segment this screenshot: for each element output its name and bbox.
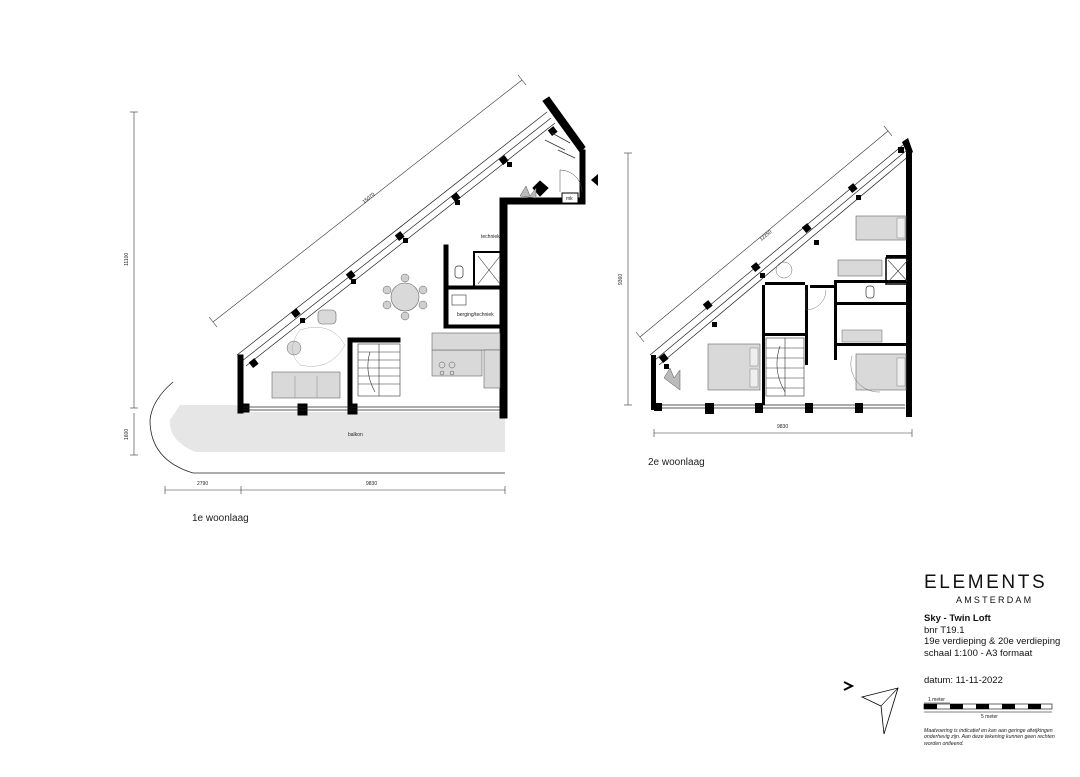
second-floor-plan: 12250 9360 9830 <box>618 125 913 437</box>
door-triangle-icon <box>591 174 598 186</box>
room-label-berging: berging/techniek <box>457 312 494 318</box>
second-floor-walls <box>651 138 913 417</box>
floor-label-second: 2e woonlaag <box>648 457 705 468</box>
first-floor-furniture <box>271 185 537 399</box>
brand-name: ELEMENTS <box>924 572 1048 593</box>
dim-first-height: 11100 <box>124 253 130 266</box>
dim-first-bottom-left: 2790 <box>197 481 208 487</box>
dining-table <box>390 282 420 312</box>
washer-dryer <box>451 294 467 306</box>
first-floor-plan: 15070 11100 1600 2790 9830 balkon <box>124 74 598 494</box>
first-floor-bottom-glazing <box>243 406 500 411</box>
dim-second-bottom: 9830 <box>777 424 788 430</box>
dim-second-height: 9360 <box>618 274 624 285</box>
second-floor-stairs <box>765 337 805 397</box>
wardrobe <box>837 259 883 277</box>
second-floor-facade <box>649 144 911 409</box>
dim-first-diagonal: 15070 <box>362 192 377 205</box>
second-floor-columns <box>658 147 904 369</box>
toilet-2 <box>865 285 875 299</box>
plant-icon-2 <box>663 367 681 391</box>
door-swing-2 <box>850 355 881 393</box>
project-scale: schaal 1:100 - A3 formaat <box>924 647 1033 659</box>
toilet <box>454 265 464 279</box>
dim-second-diagonal: 12250 <box>759 229 774 243</box>
second-floor-dimensions <box>624 125 913 437</box>
disclaimer-text: Maatvoering is indicatief en kan aan ger… <box>924 728 1055 747</box>
dim-first-balcony-depth: 1600 <box>124 429 130 440</box>
room-label-balkon: balkon <box>348 432 363 438</box>
second-floor-furniture <box>663 215 907 393</box>
mk-room <box>561 192 579 204</box>
dim-first-bottom-right: 9830 <box>366 481 377 487</box>
shaft-cross-4 <box>887 259 909 283</box>
sofa <box>271 371 341 399</box>
brand-city: AMSTERDAM <box>956 595 1034 605</box>
first-floor-columns <box>248 126 558 368</box>
first-floor-dimensions <box>130 74 527 494</box>
side-table <box>286 340 302 356</box>
balcony-rail <box>149 381 505 474</box>
armchair <box>317 309 337 325</box>
first-floor-stairs <box>357 343 401 397</box>
rug-outline <box>292 326 346 367</box>
room-label-techniek: techniek <box>481 234 500 240</box>
kitchen-counter <box>431 332 501 351</box>
project-title: Sky - Twin Loft <box>924 613 991 624</box>
brand-logo: ELEMENTS AMSTERDAM <box>924 572 1064 606</box>
balcony-area <box>169 405 505 452</box>
north-arrow-icon <box>843 681 899 735</box>
entrance-door-swing <box>559 169 583 193</box>
project-bnr: bnr T19.1 <box>924 624 965 636</box>
scale-label-5m: 5 meter <box>981 714 998 720</box>
closet-hatch <box>544 132 576 159</box>
first-floor-walls <box>237 96 586 419</box>
scale-bar: 1 meter 5 meter <box>923 697 1053 720</box>
floor-label-first: 1e woonlaag <box>192 513 249 524</box>
kitchen-fridge <box>483 349 501 389</box>
door-swing-1 <box>805 289 827 311</box>
round-table <box>775 261 793 279</box>
scale-label-1m: 1 meter <box>928 697 945 703</box>
project-floors: 19e verdieping & 20e verdieping <box>924 636 1061 647</box>
project-date: datum: 11-11-2022 <box>924 675 1003 686</box>
room-label-mk: mk <box>566 196 573 202</box>
shaft-cross-2 <box>477 255 501 285</box>
bath-vanity <box>841 329 883 343</box>
plant-icon <box>519 185 537 199</box>
project-info: Sky - Twin Loft bnr T19.1 19e verdieping… <box>924 613 1060 659</box>
